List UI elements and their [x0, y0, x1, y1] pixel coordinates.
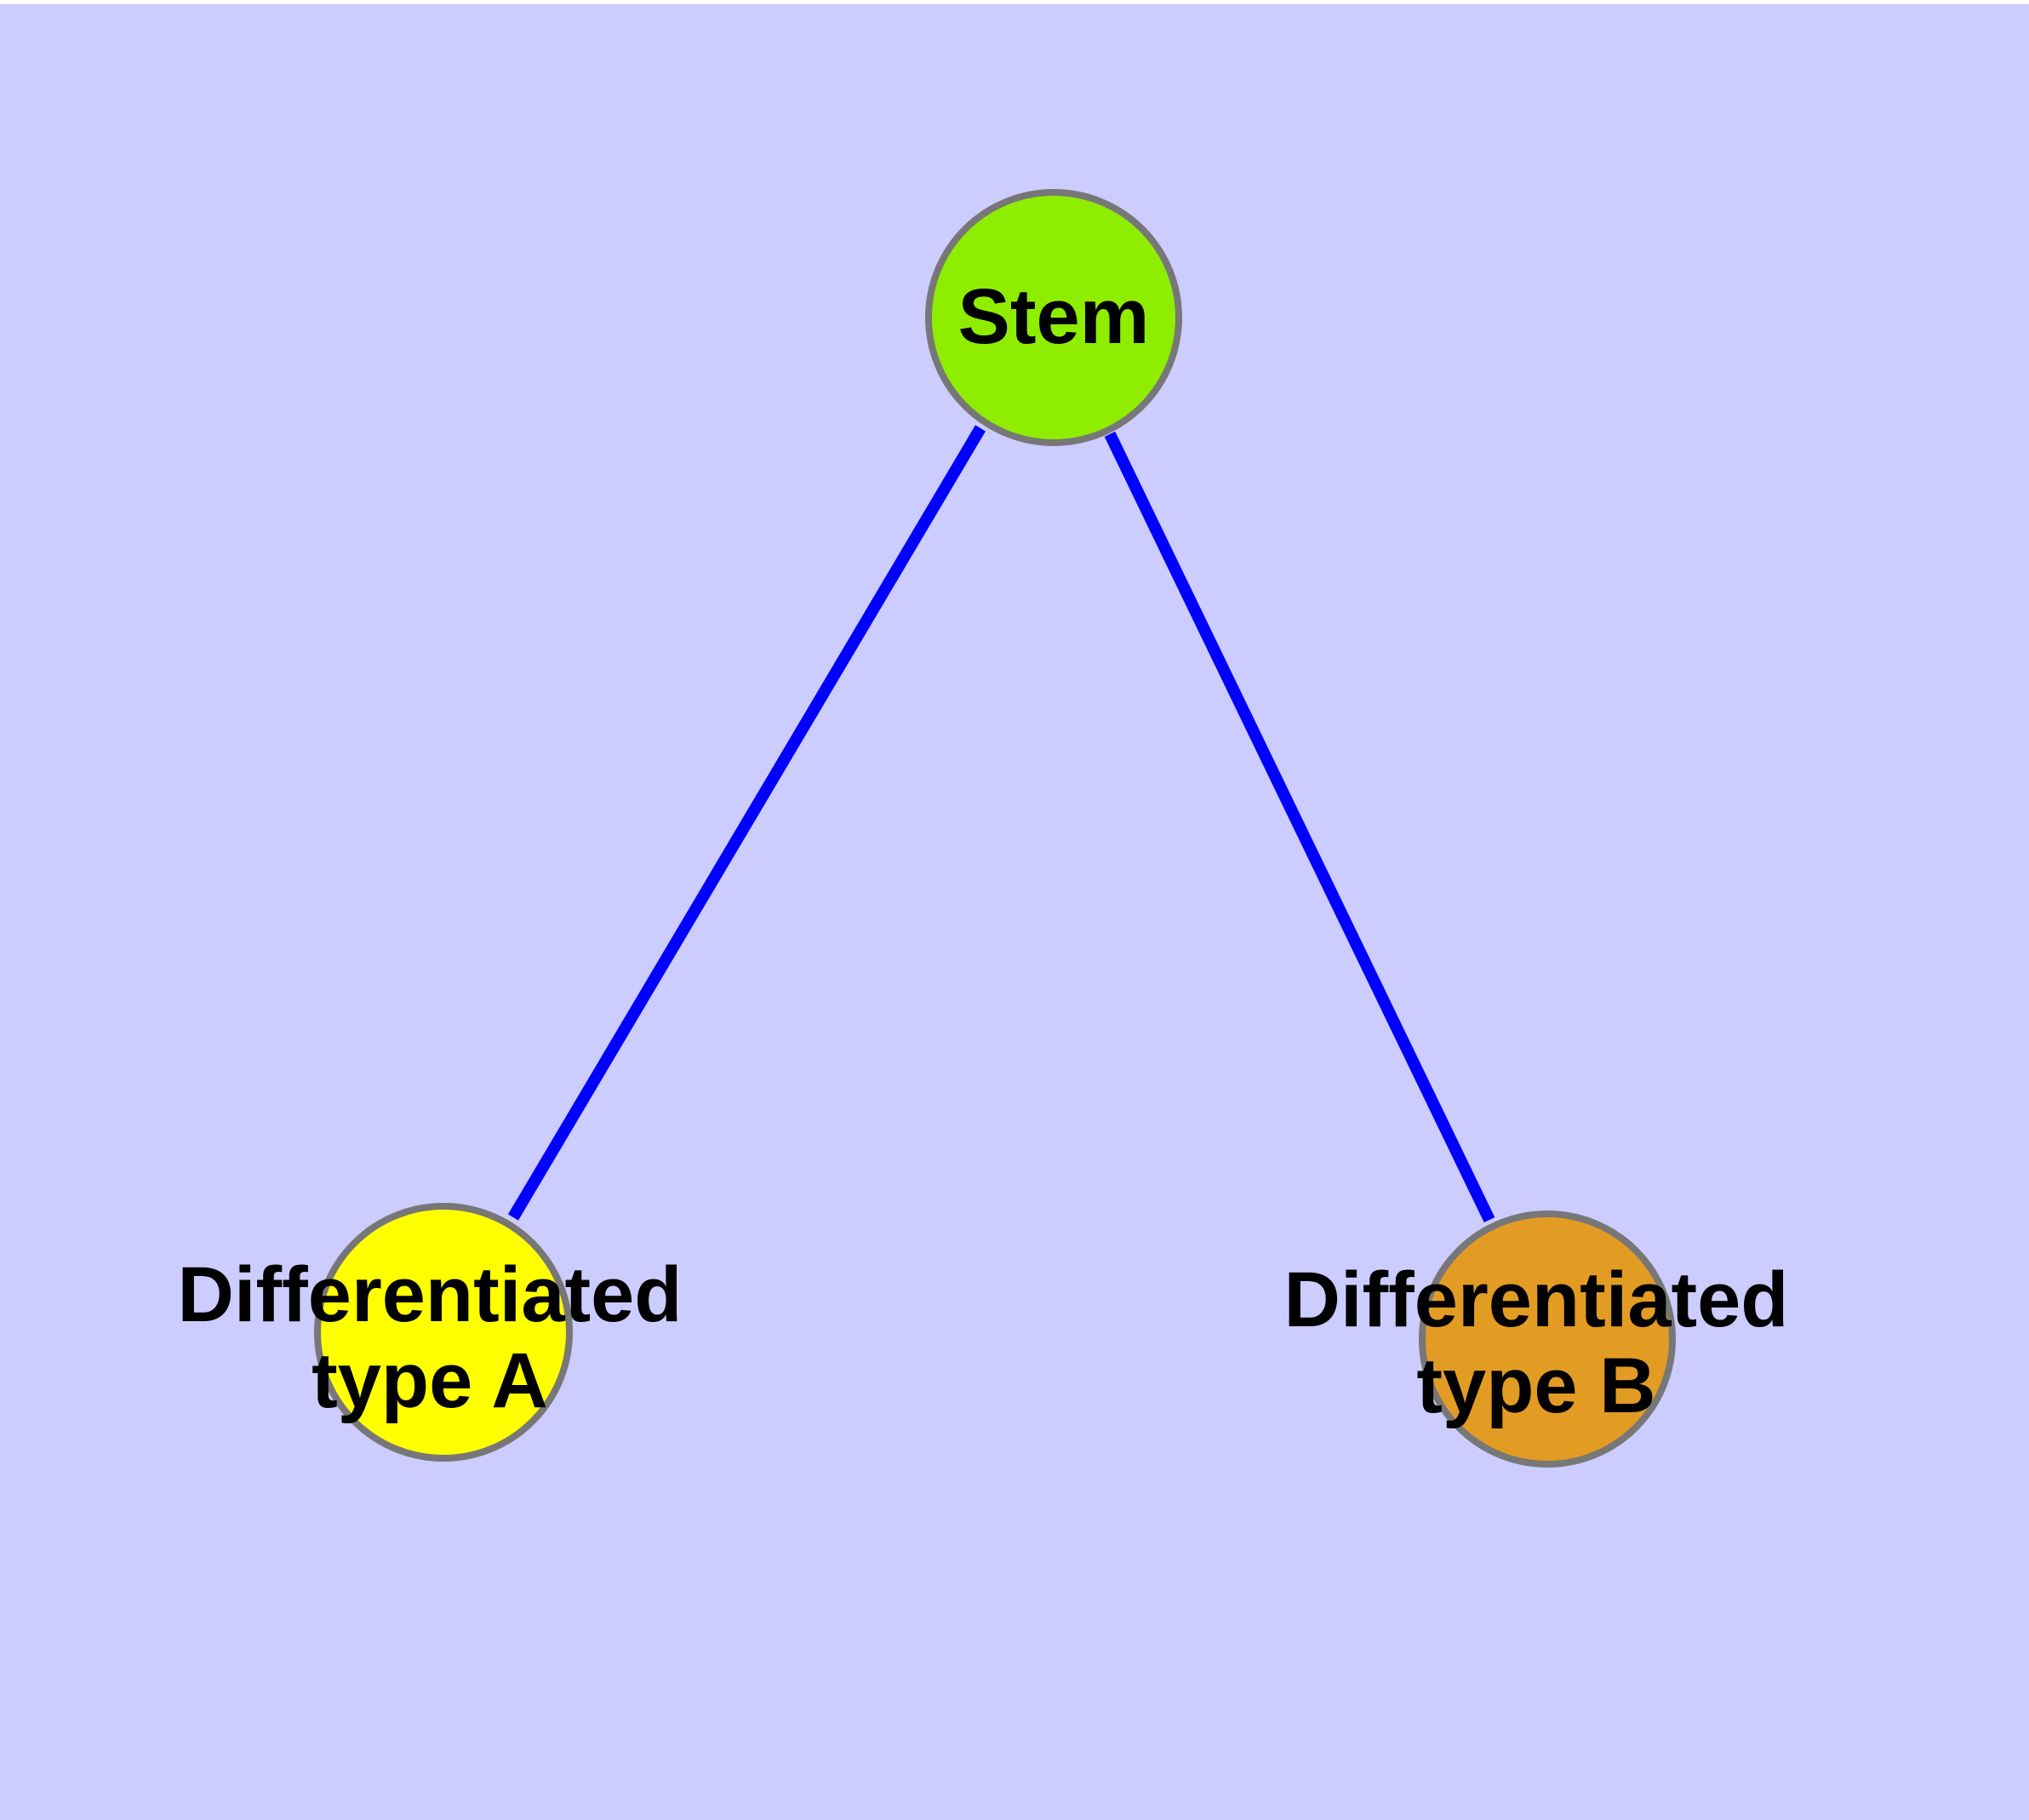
- edge-stem-to-type-b: [1104, 431, 1495, 1223]
- edge-stem-to-type-a: [507, 425, 986, 1221]
- node-differentiated-type-b: [1419, 1210, 1676, 1468]
- node-stem: Stem: [925, 189, 1182, 446]
- node-differentiated-type-a-label: Differentiated type A: [177, 1251, 683, 1424]
- node-differentiated-type-a: [314, 1203, 573, 1462]
- node-stem-label: Stem: [957, 273, 1150, 361]
- top-margin-strip: [0, 0, 2029, 4]
- node-differentiated-type-b-label: Differentiated type B: [1283, 1256, 1789, 1429]
